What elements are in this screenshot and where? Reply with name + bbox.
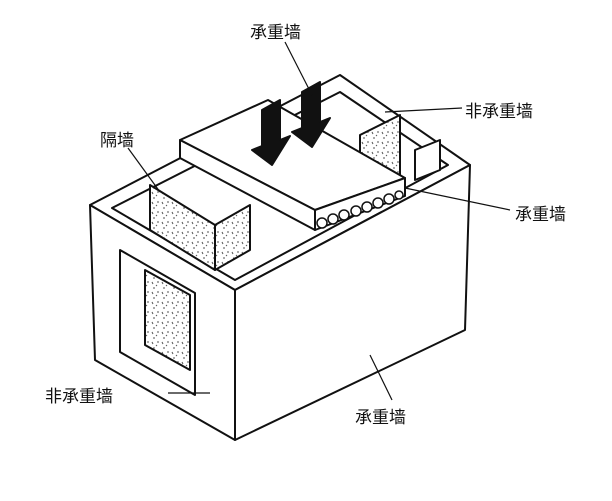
label-bearing-wall-right: 承重墙 — [515, 205, 566, 225]
label-nonbearing-wall-top-right: 非承重墙 — [465, 102, 533, 122]
slab-hollow-cores — [316, 190, 404, 229]
inner-wall-right — [414, 139, 441, 181]
label-top-bearing-wall: 承重墙 — [250, 23, 301, 43]
label-nonbearing-wall-bottom-left: 非承重墙 — [45, 387, 113, 407]
partition-wall-side — [214, 204, 251, 271]
label-bearing-wall-bottom: 承重墙 — [355, 408, 406, 428]
load-arrow-icon — [251, 81, 331, 166]
label-partition-wall: 隔墙 — [100, 131, 134, 151]
door-inner-wall — [144, 269, 191, 371]
leader-lines — [127, 41, 511, 401]
